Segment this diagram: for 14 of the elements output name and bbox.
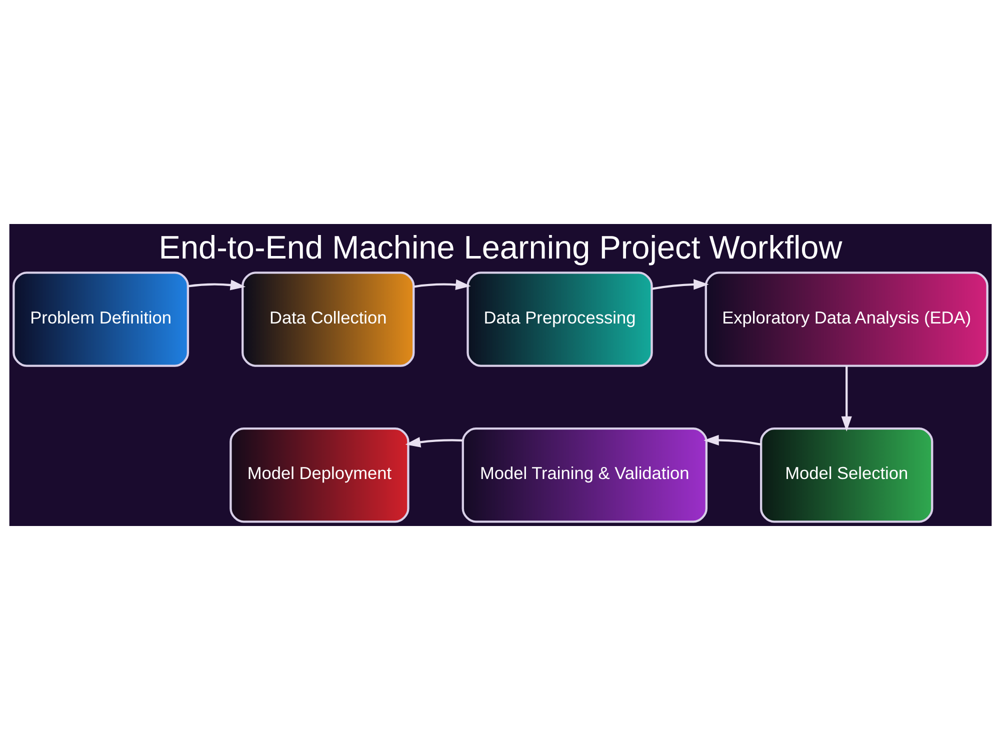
arrow bbox=[404, 436, 462, 448]
node-box: Model Training & Validation bbox=[461, 428, 708, 523]
node-box: Data Collection bbox=[241, 272, 414, 367]
arrow bbox=[651, 279, 708, 290]
node-box: Problem Definition bbox=[12, 272, 189, 367]
arrow bbox=[840, 366, 852, 432]
node-box: Exploratory Data Analysis (EDA) bbox=[704, 272, 988, 367]
node-box: Model Deployment bbox=[229, 428, 409, 523]
node-box: Data Preprocessing bbox=[466, 272, 652, 367]
arrow bbox=[413, 279, 470, 290]
diagram-title: End-to-End Machine Learning Project Workflow bbox=[158, 230, 842, 266]
arrow bbox=[703, 434, 761, 446]
node-box: Model Selection bbox=[760, 428, 933, 523]
arrow bbox=[188, 280, 246, 290]
